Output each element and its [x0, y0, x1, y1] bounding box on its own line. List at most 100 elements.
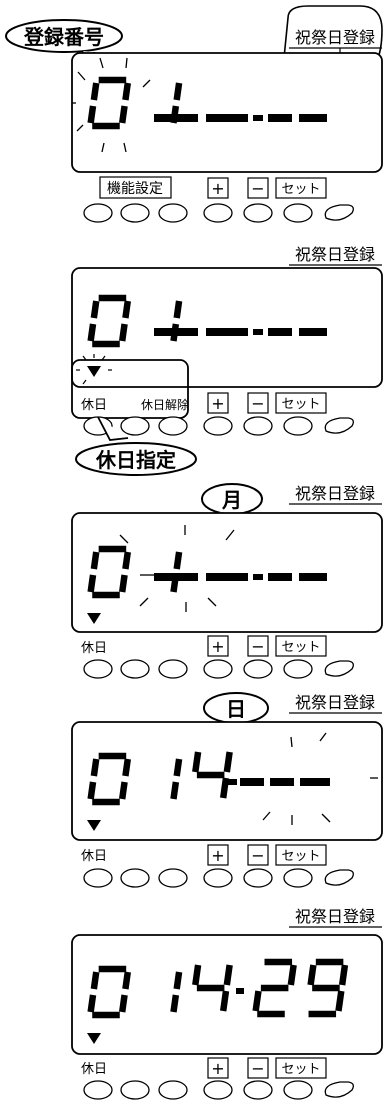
holiday-registration-label: 祝祭日登録 [295, 484, 375, 503]
lcd-segment-d [92, 1011, 120, 1019]
lcd-segment-f [307, 964, 317, 986]
holiday-marker [87, 613, 101, 624]
lcd-segment-d [92, 122, 120, 130]
plus-label: + [211, 394, 224, 413]
lcd-digit [192, 964, 233, 1012]
plus-button[interactable] [203, 416, 233, 436]
button-row[interactable] [83, 1080, 354, 1100]
panel-4: 日 祝祭日登録 休日 + − セット [71, 692, 383, 888]
plus-label: + [211, 637, 224, 656]
holiday-label: 休日 [81, 641, 107, 656]
set-label-box [275, 177, 327, 199]
set-label: セット [281, 182, 320, 197]
lever-button[interactable] [324, 417, 354, 434]
holiday-button[interactable] [83, 868, 113, 888]
button-2[interactable] [120, 1080, 150, 1100]
lcd-segment-f [90, 300, 100, 319]
plus-label: + [211, 846, 224, 865]
holiday-registration-label: 祝祭日登録 [295, 693, 375, 712]
lcd-segment-a [98, 752, 127, 760]
lcd-segment-b [173, 82, 183, 101]
plus-label: + [211, 179, 224, 198]
holiday-button[interactable] [83, 659, 113, 679]
minus-label: − [251, 846, 264, 865]
button-row[interactable] [83, 868, 354, 888]
minus-button[interactable] [243, 1080, 273, 1100]
button-3[interactable] [158, 1080, 188, 1100]
holiday-button[interactable] [83, 1080, 113, 1100]
button-row[interactable] [83, 203, 354, 223]
holiday-designation-bubble [75, 442, 197, 476]
holiday-registration-label: 祝祭日登録 [295, 907, 375, 926]
minus-button[interactable] [243, 416, 273, 436]
button-3[interactable] [158, 659, 188, 679]
lcd-segment-f [192, 751, 202, 773]
lcd-segment-d [92, 798, 120, 806]
holiday-label: 休日 [81, 398, 107, 413]
lcd-segment-e [87, 105, 97, 124]
panel-3: 月 祝祭日登録 休日 + − セット [71, 483, 383, 679]
set-label-box [275, 1057, 327, 1079]
button-labels: + − セット [207, 635, 327, 657]
holiday-cancel-button[interactable] [158, 416, 188, 436]
button-row[interactable] [83, 659, 354, 679]
lcd-segment-f [90, 551, 100, 570]
button-3[interactable] [158, 868, 188, 888]
flash-rays [119, 525, 235, 612]
lcd-digit [170, 971, 183, 1013]
button-1[interactable] [83, 203, 113, 223]
button-row[interactable] [83, 416, 354, 436]
lcd-segment-b [338, 964, 349, 986]
lcd-segment-b [122, 300, 131, 319]
plus-label: + [211, 1059, 224, 1078]
holiday-marker [87, 820, 101, 831]
minus-label-box [247, 1057, 269, 1079]
set-button[interactable] [283, 416, 313, 436]
callout-bubble [5, 19, 123, 53]
button-3[interactable] [158, 203, 188, 223]
lcd-segment-c [170, 994, 180, 1013]
set-button[interactable] [283, 203, 313, 223]
minus-label: − [251, 394, 264, 413]
plus-button[interactable] [203, 868, 233, 888]
lcd-segment-f [90, 971, 100, 990]
lcd-segment-b [122, 82, 131, 101]
plus-button[interactable] [203, 203, 233, 223]
set-button[interactable] [283, 1080, 313, 1100]
lever-button[interactable] [324, 660, 354, 677]
minus-label: − [251, 179, 264, 198]
lcd-segment-a [315, 958, 344, 966]
lever-button[interactable] [324, 204, 354, 221]
lcd-segment-d [257, 1010, 285, 1018]
lever-button[interactable] [324, 869, 354, 886]
lcd-segment-c [118, 105, 128, 124]
lcd-segment-e [252, 990, 262, 1012]
button-2[interactable] [120, 659, 150, 679]
button-2[interactable] [120, 416, 150, 436]
lcd-segment-d [92, 340, 120, 348]
button-2[interactable] [120, 868, 150, 888]
marker-flash-rays [76, 354, 112, 385]
function-button[interactable] [120, 203, 150, 223]
panel-5: 祝祭日登録 休日 + − セット [71, 907, 383, 1100]
lcd-segment-b [173, 300, 183, 319]
minus-button[interactable] [243, 203, 273, 223]
plus-button[interactable] [203, 659, 233, 679]
button-labels: + − セット [207, 392, 327, 414]
holiday-marker [87, 1033, 101, 1044]
set-button[interactable] [283, 659, 313, 679]
lcd-segment-b [223, 964, 233, 986]
minus-label-box [247, 177, 269, 199]
lcd-segment-b [122, 758, 131, 777]
minus-button[interactable] [243, 659, 273, 679]
button-labels: + − セット [207, 844, 327, 866]
plus-button[interactable] [203, 1080, 233, 1100]
lcd-segment-c [118, 574, 128, 593]
lever-button[interactable] [324, 1081, 354, 1098]
minus-button[interactable] [243, 868, 273, 888]
lcd-segment-a [264, 958, 293, 966]
dash-placeholders [154, 328, 327, 336]
lcd-segment-b [173, 758, 183, 777]
set-button[interactable] [283, 868, 313, 888]
